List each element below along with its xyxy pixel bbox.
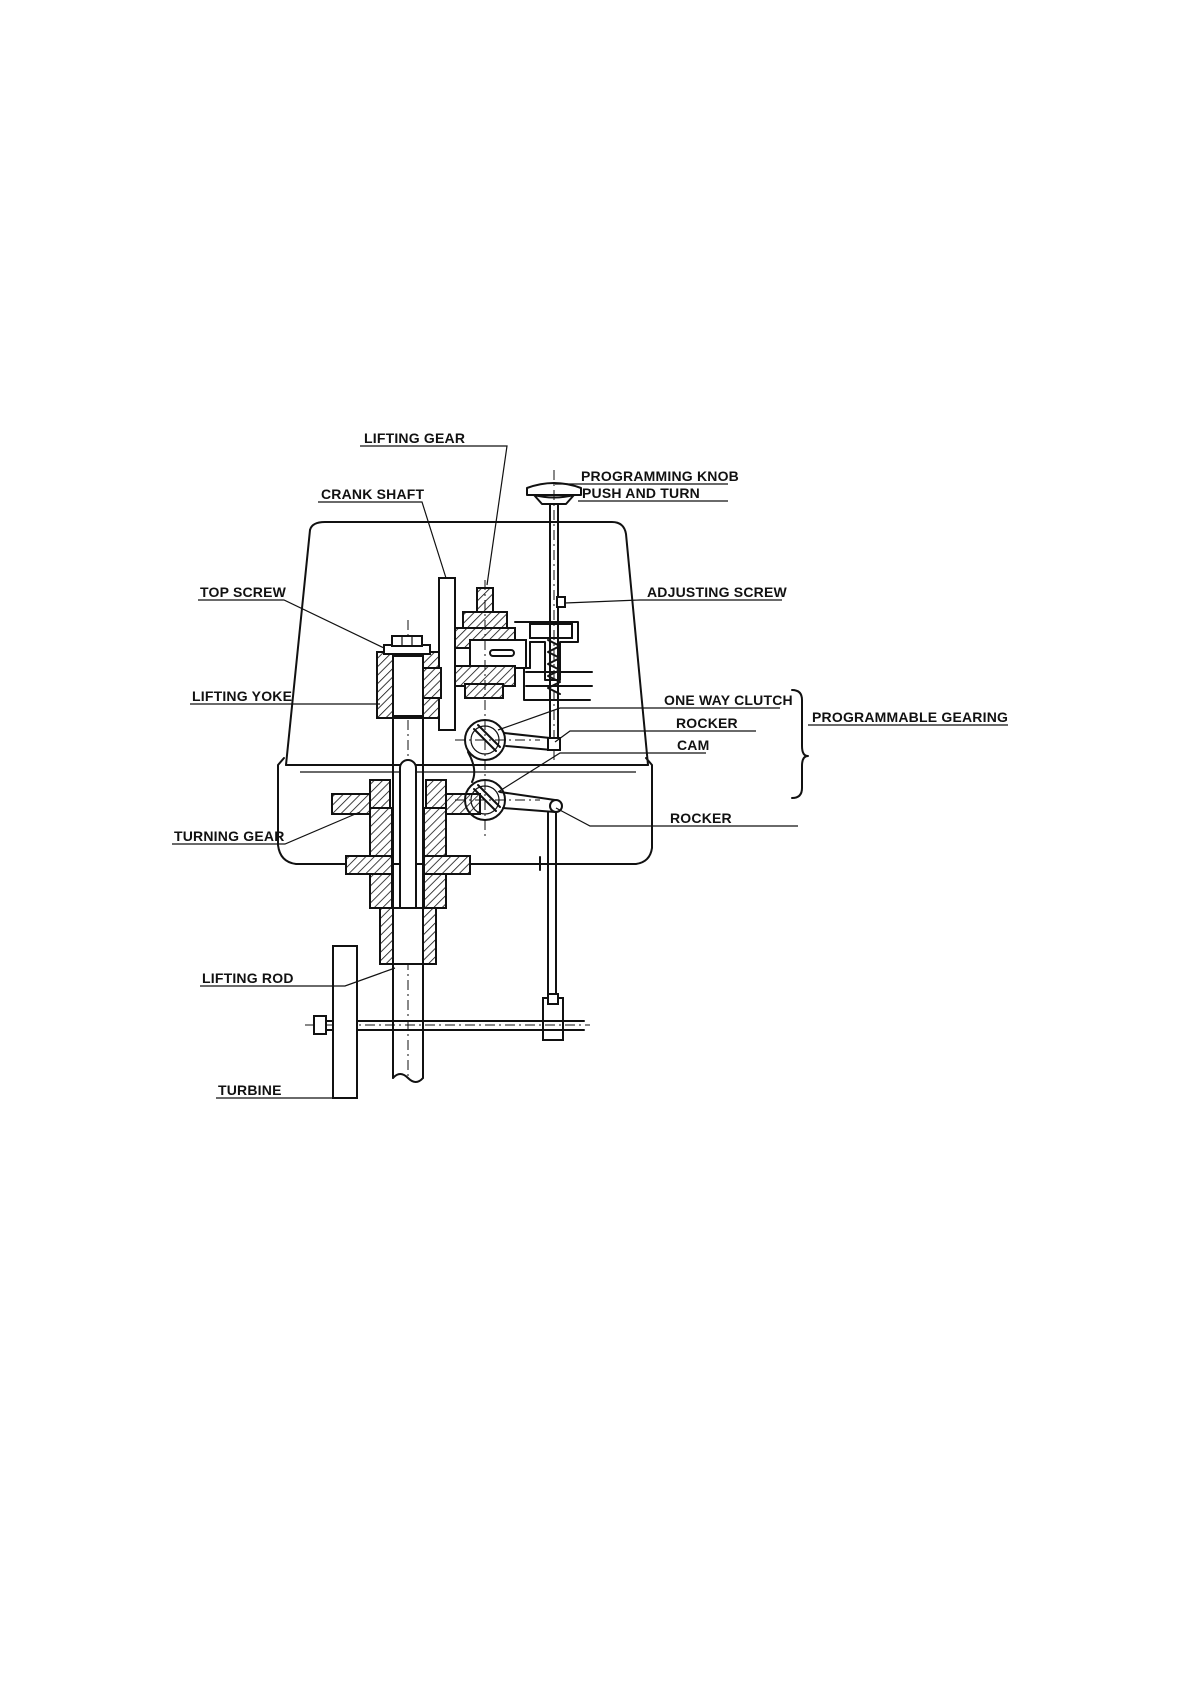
label-adjusting-screw: ADJUSTING SCREW	[647, 584, 787, 600]
label-one-way-clutch: ONE WAY CLUTCH	[664, 692, 793, 708]
rocker-upper	[504, 733, 560, 750]
adjusting-mechanism	[515, 470, 592, 760]
label-push-and-turn: PUSH AND TURN	[582, 485, 700, 501]
label-turning-gear: TURNING GEAR	[174, 828, 285, 844]
rod-slot	[400, 760, 416, 925]
label-lifting-rod: LIFTING ROD	[202, 970, 294, 986]
label-lifting-yoke: LIFTING YOKE	[192, 688, 292, 704]
label-cam: CAM	[677, 737, 709, 753]
label-programmable-gearing: PROGRAMMABLE GEARING	[812, 709, 1008, 725]
label-rocker-lower: ROCKER	[670, 810, 732, 826]
label-lifting-gear: LIFTING GEAR	[364, 430, 465, 446]
one-way-clutch	[455, 720, 540, 760]
label-top-screw: TOP SCREW	[200, 584, 287, 600]
label-turbine: TURBINE	[218, 1082, 282, 1098]
top-screw	[384, 636, 430, 654]
turbine	[333, 946, 357, 1098]
lifting-yoke	[377, 652, 441, 718]
label-programming-knob: PROGRAMMING KNOB	[581, 468, 739, 484]
label-rocker-upper: ROCKER	[676, 715, 738, 731]
rocker-lower	[500, 792, 563, 1040]
crank-shaft	[439, 578, 455, 730]
label-crank-shaft: CRANK SHAFT	[321, 486, 425, 502]
